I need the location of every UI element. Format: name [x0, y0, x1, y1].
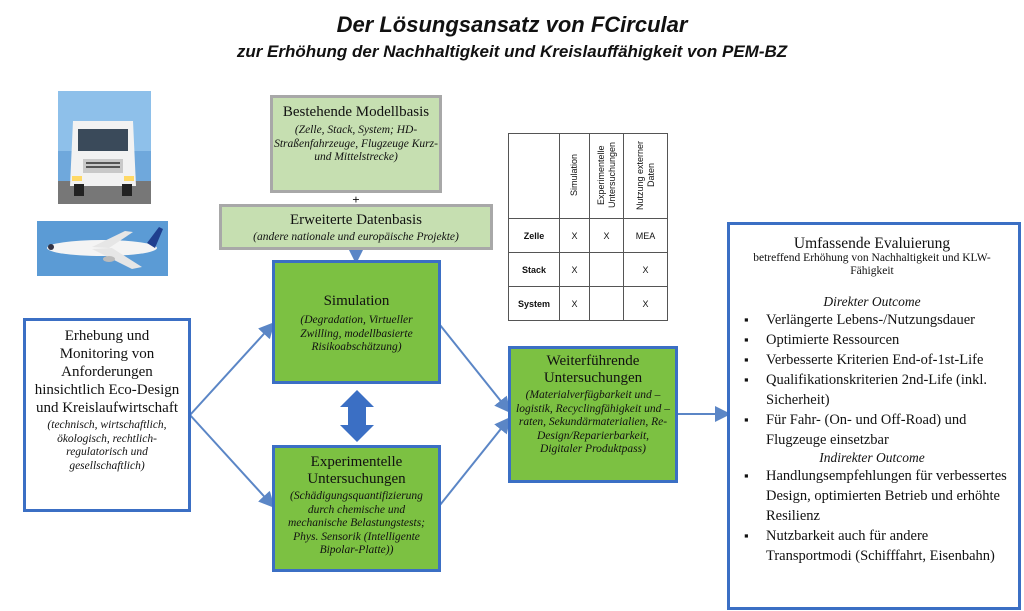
simulation-heading: Simulation — [323, 293, 390, 309]
truck-icon — [58, 91, 151, 204]
double-arrow-icon — [340, 390, 374, 442]
erhebung-heading: Erhebung und Monitoring von Anforderunge… — [34, 328, 180, 416]
indirekt-item: Nutzbarkeit auch für andere Transportmod… — [744, 526, 1010, 566]
matrix-row-label: Stack — [508, 252, 560, 287]
diagram-title: Der Lösungsansatz von FCircular — [336, 12, 688, 37]
erhebung-detail: (technisch, wirtschaftlich, ökologisch, … — [47, 419, 167, 472]
simulation-detail: (Degradation, Virtueller Zwilling, model… — [300, 314, 413, 353]
matrix-row-label: System — [508, 286, 560, 321]
weiterfuehrende-heading: Weiterführende Untersuchungen — [543, 353, 643, 386]
matrix-col-header: Experimentelle Untersuchungen — [589, 133, 624, 219]
matrix-cell — [589, 286, 624, 321]
direkt-item: Verlängerte Lebens-/Nutzungsdauer — [744, 310, 1010, 330]
weiterfuehrende-box: Weiterführende Untersuchungen (Materialv… — [508, 346, 678, 483]
matrix-cell: MEA — [623, 218, 668, 253]
erhebung-box: Erhebung und Monitoring von Anforderunge… — [23, 318, 191, 512]
direkt-list: Verlängerte Lebens-/Nutzungsdauer Optimi… — [734, 310, 1010, 450]
matrix-row-label: Zelle — [508, 218, 560, 253]
weiterfuehrende-detail: (Materialverfügbarkeit und –logistik, Re… — [516, 389, 670, 455]
matrix-cell — [589, 252, 624, 287]
matrix-cell: X — [559, 286, 590, 321]
arrow-sim-to-weiter — [439, 324, 511, 414]
evaluierung-box: Umfassende Evaluierung betreffend Erhöhu… — [727, 222, 1021, 610]
evaluierung-heading: Umfassende Evaluierung — [793, 235, 951, 252]
arrow-exp-to-weiter — [439, 416, 511, 506]
matrix-col-header: Nutzung externer Daten — [623, 133, 668, 219]
modellbasis-detail: (Zelle, Stack, System; HD-Straßenfahrzeu… — [274, 124, 438, 163]
evaluierung-subheading: betreffend Erhöhung von Nachhaltigkeit u… — [753, 252, 991, 277]
direkt-item: Für Fahr- (On- und Off-Road) und Flugzeu… — [744, 410, 1010, 450]
direkt-title: Direkter Outcome — [823, 294, 921, 309]
experimentelle-heading: Experimentelle Untersuchungen — [307, 454, 406, 487]
datenbasis-heading: Erweiterte Datenbasis — [289, 212, 423, 228]
matrix-cell: X — [623, 252, 668, 287]
airplane-icon — [37, 221, 168, 276]
indirekt-title: Indirekter Outcome — [819, 450, 925, 465]
indirekt-item: Handlungsempfehlungen für verbessertes D… — [744, 466, 1010, 526]
datenbasis-box: Erweiterte Datenbasis (andere nationale … — [219, 204, 493, 250]
experimentelle-detail: (Schädigungsquantifizierung durch chemis… — [287, 490, 425, 556]
direkt-item: Optimierte Ressourcen — [744, 330, 1010, 350]
plus-sign: + — [352, 192, 360, 207]
matrix-cell: X — [559, 252, 590, 287]
matrix-cell: X — [559, 218, 590, 253]
indirekt-list: Handlungsempfehlungen für verbessertes D… — [734, 466, 1010, 566]
matrix-col-header: Simulation — [559, 133, 590, 219]
experimentelle-box: Experimentelle Untersuchungen (Schädigun… — [272, 445, 441, 572]
matrix-corner — [508, 133, 560, 219]
matrix-cell: X — [589, 218, 624, 253]
modellbasis-heading: Bestehende Modellbasis — [282, 104, 430, 120]
datenbasis-detail: (andere nationale und europäische Projek… — [253, 231, 459, 243]
diagram-subtitle: zur Erhöhung der Nachhaltigkeit und Krei… — [236, 42, 788, 61]
data-matrix-table: Simulation Experimentelle Untersuchungen… — [508, 133, 668, 321]
simulation-box: Simulation (Degradation, Virtueller Zwil… — [272, 260, 441, 384]
direkt-item: Verbesserte Kriterien End-of-1st-Life — [744, 350, 1010, 370]
arrow-to-simulation — [189, 322, 275, 416]
modellbasis-box: Bestehende Modellbasis (Zelle, Stack, Sy… — [270, 95, 442, 193]
matrix-cell: X — [623, 286, 668, 321]
direkt-item: Qualifikationskriterien 2nd-Life (inkl. … — [744, 370, 1010, 410]
arrow-to-experimentelle — [189, 414, 275, 508]
